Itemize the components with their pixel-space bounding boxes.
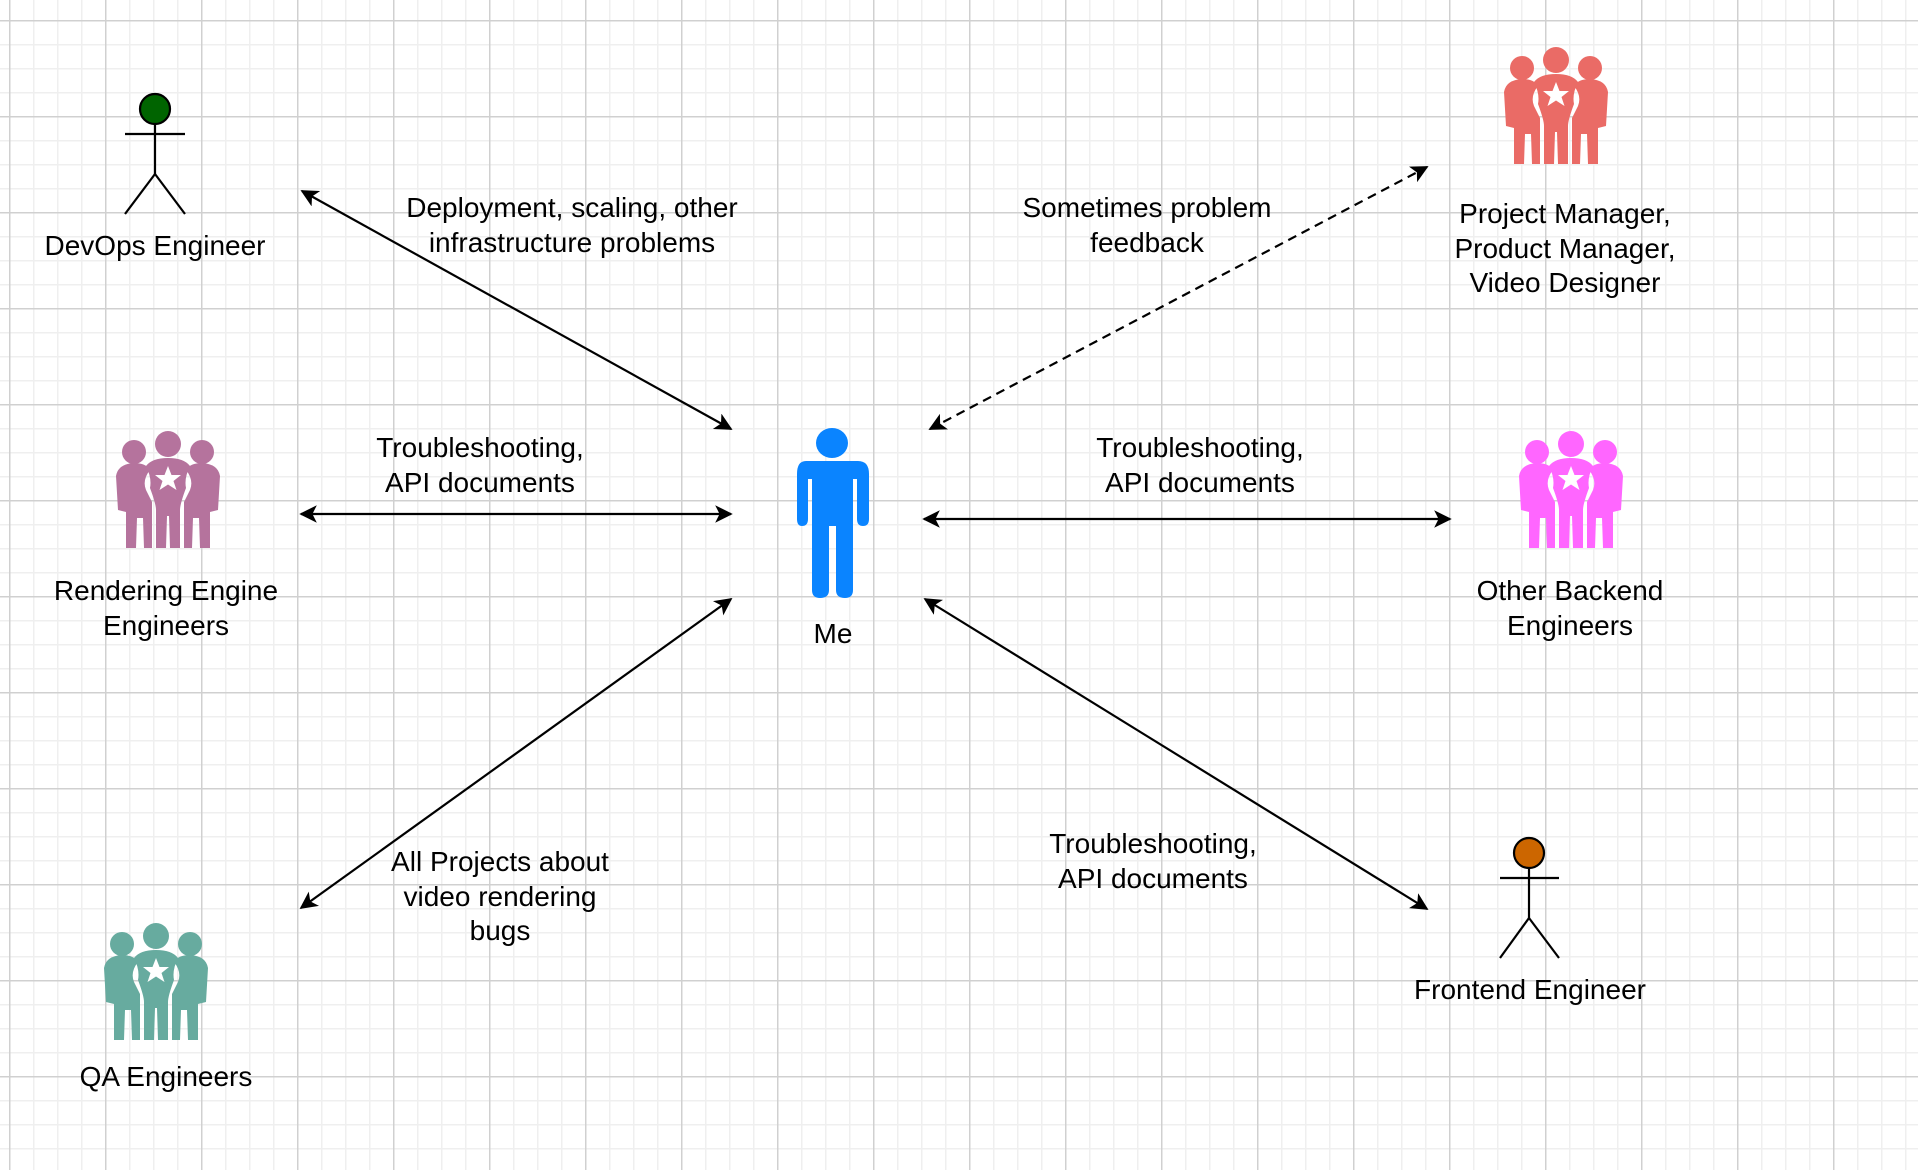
frontend-actor-icon[interactable] — [1499, 836, 1560, 959]
devops-label: DevOps Engineer — [44, 230, 266, 261]
edge-pm-label: Sometimes problem feedback — [1022, 192, 1272, 258]
edge-qa-label: All Projects about video rendering bugs — [391, 846, 609, 946]
backend-label: Other Backend Engineers — [1476, 575, 1664, 641]
frontend-label: Frontend Engineer — [1414, 974, 1646, 1005]
star-icon — [1543, 82, 1569, 106]
edge-devops[interactable] — [300, 190, 733, 430]
star-icon — [143, 958, 169, 982]
edge-frontend[interactable] — [923, 598, 1429, 910]
edge-qa[interactable] — [299, 597, 733, 910]
pm-group-icon[interactable] — [1504, 47, 1608, 164]
rendering-group-icon[interactable] — [116, 431, 220, 548]
edge-rendering-label: Troubleshooting, API documents — [376, 432, 584, 498]
me-person-icon[interactable] — [797, 428, 869, 598]
edge-devops-label: Deployment, scaling, other infrastructur… — [406, 192, 738, 258]
edge-frontend-label: Troubleshooting, API documents — [1049, 828, 1257, 894]
star-icon — [155, 466, 181, 490]
devops-actor-icon[interactable] — [124, 92, 186, 215]
edges — [299, 166, 1452, 910]
edge-backend-label: Troubleshooting, API documents — [1096, 432, 1304, 498]
qa-label: QA Engineers — [79, 1061, 253, 1092]
backend-group-icon[interactable] — [1519, 431, 1623, 548]
pm-label: Project Manager, Product Manager, Video … — [1454, 198, 1676, 298]
star-icon — [1558, 466, 1584, 490]
rendering-label: Rendering Engine Engineers — [53, 575, 279, 641]
qa-group-icon[interactable] — [104, 923, 208, 1040]
edge-pm[interactable] — [928, 166, 1429, 430]
me-label: Me — [813, 618, 853, 649]
